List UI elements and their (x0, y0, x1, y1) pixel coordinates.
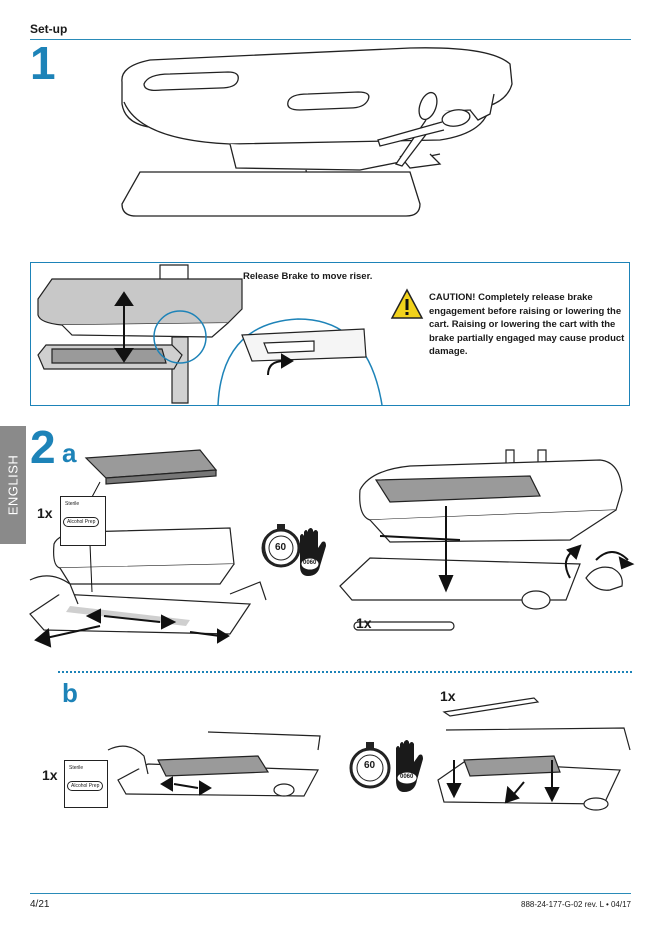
page-number: 4/21 (30, 899, 50, 910)
step-1-number: 1 (30, 37, 56, 89)
section-title: Set-up (30, 22, 68, 36)
wipe-sterile-label: Sterile (65, 501, 80, 507)
brake-illustration (32, 265, 392, 405)
brake-instruction-text: Release Brake to move riser. (243, 271, 373, 282)
scissors-icon (378, 90, 471, 166)
brake-instruction-panel (30, 262, 630, 406)
hand-icon (300, 528, 326, 576)
language-tab: ENGLISH (0, 426, 26, 544)
hand-icon (396, 740, 423, 792)
step-1-illustration (110, 44, 520, 216)
wipe-quantity-b: 1x (42, 767, 58, 783)
caution-text: CAUTION! Completely release brake engage… (429, 292, 625, 357)
hand-marking: 0060 (303, 560, 317, 566)
updown-arrow-icon (116, 293, 132, 361)
footer-divider (30, 893, 631, 894)
wipe-sterile-label-b: Sterile (69, 765, 84, 771)
strip-quantity: 1x (356, 615, 372, 631)
alcohol-wipe-packet-b: Sterile Alcohol Prep (64, 760, 108, 808)
wipe-brand-label-b: Alcohol Prep (67, 781, 104, 791)
trim-strip (440, 696, 540, 718)
step-2a-cart-illustration (30, 444, 270, 656)
language-label: ENGLISH (5, 454, 21, 516)
step-2a-install-illustration (330, 450, 632, 640)
timer-icon (346, 742, 394, 792)
timer-value-b: 60 (364, 760, 376, 771)
step-2b-letter: b (62, 678, 78, 708)
timer-icon (258, 524, 304, 572)
step-2-number: 2 (30, 421, 56, 473)
strip-quantity-b: 1x (440, 688, 456, 704)
step-2a-letter: a (62, 438, 77, 468)
wipe-brand-label: Alcohol Prep (63, 517, 100, 527)
timer-value: 60 (275, 542, 287, 553)
alcohol-wipe-packet: Sterile Alcohol Prep (60, 496, 106, 546)
curved-arrow-icon (268, 355, 292, 375)
hand-marking-b: 0060 (400, 774, 414, 780)
caution-icon (390, 288, 424, 320)
step-2b-wipe-illustration (108, 730, 322, 804)
step-2b-install-illustration (434, 720, 634, 814)
document-reference: 888-24-177-G-02 rev. L • 04/17 (521, 900, 631, 909)
wipe-quantity: 1x (37, 505, 53, 521)
section-divider (58, 671, 632, 673)
header-divider (30, 39, 631, 40)
